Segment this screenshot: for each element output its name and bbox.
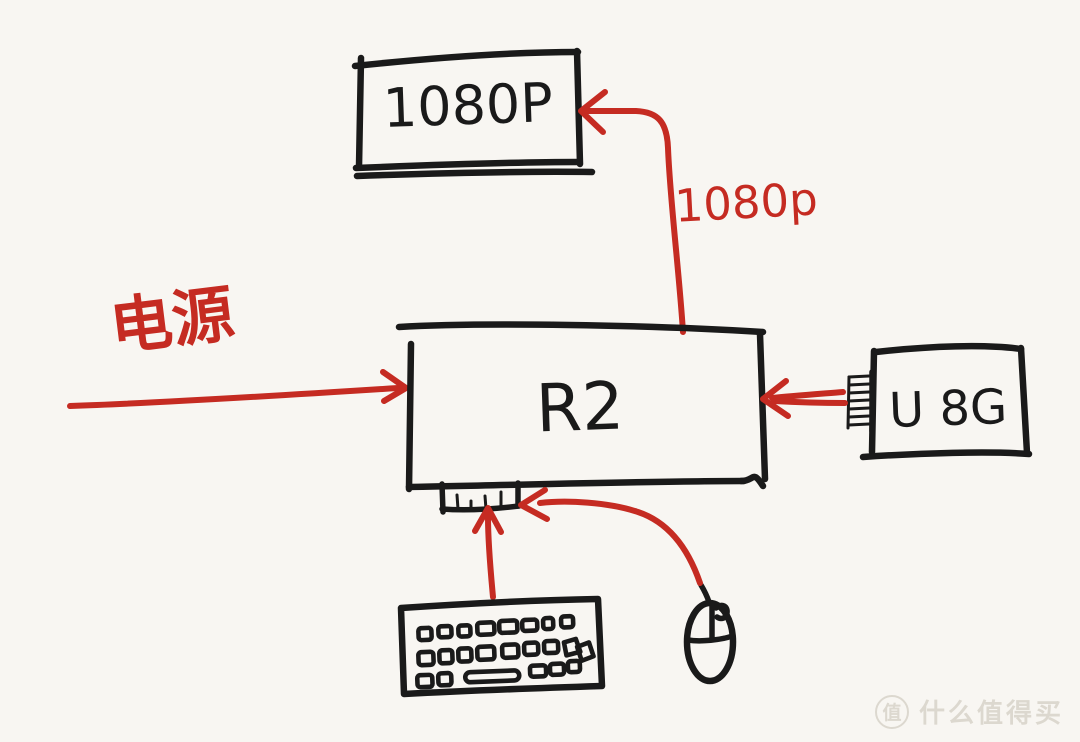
mouse-icon xyxy=(683,599,737,685)
video-arrow xyxy=(578,89,686,335)
power-arrow xyxy=(67,369,409,409)
usb-box xyxy=(859,342,1033,461)
monitor-box xyxy=(351,47,596,180)
usb-connector-icon xyxy=(846,369,875,434)
watermark: 值 什么值得买 xyxy=(874,693,1064,730)
monitor-label: 1080P xyxy=(382,71,554,140)
watermark-text: 什么值得买 xyxy=(918,699,1064,729)
watermark-badge: 值 xyxy=(874,694,909,729)
usb-label: U 8G xyxy=(888,379,1008,439)
device-box xyxy=(395,321,769,493)
keyboard-arrow xyxy=(472,505,504,600)
mouse-arrow xyxy=(518,487,712,605)
usb-arrow xyxy=(760,378,848,419)
device-label: R2 xyxy=(535,367,625,447)
port-strip-icon xyxy=(439,480,522,515)
power-label: 电源 xyxy=(106,277,238,365)
video-signal-label: 1080p xyxy=(673,172,819,232)
keyboard-icon xyxy=(397,595,606,698)
